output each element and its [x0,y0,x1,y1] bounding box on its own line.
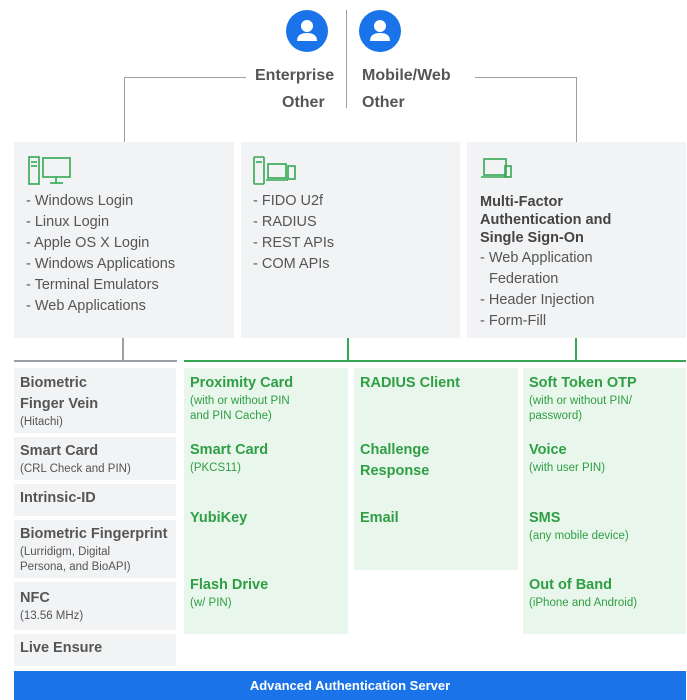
green-column-1: Proximity Card (with or without PIN and … [184,368,348,634]
method-sub: (Lurridigm, Digital [20,546,111,558]
method-title: Proximity Card [190,375,294,391]
list-item: - Apple OS X Login [26,235,150,251]
method-sub: (with or without PIN/ [529,395,632,407]
method-sub: (w/ PIN) [190,597,232,609]
right-connector-h [475,77,577,78]
right-connector-v [576,77,577,142]
method-sub: (iPhone and Android) [529,597,638,609]
list-item: - FIDO U2f [253,193,324,209]
method-smart-card-crl: Smart Card (CRL Check and PIN) [14,437,176,480]
method-sub: (with or without PIN [190,395,290,407]
list-item: - Linux Login [26,214,110,230]
method-title: Soft Token OTP [529,375,637,391]
mobile-label: Mobile/Web [362,67,451,84]
green-connector-mid-v [347,338,349,360]
gray-connector-h [14,360,177,362]
list-item: - Form-Fill [480,313,547,329]
method-title: Live Ensure [20,640,103,656]
method-title: RADIUS Client [360,375,460,391]
mfa-sso-box: Multi-Factor Authentication and Single S… [467,142,686,338]
list-item: - RADIUS [253,214,317,230]
protocols-box: - FIDO U2f - RADIUS - REST APIs - COM AP… [241,142,460,338]
mobile-user-icon [359,10,401,52]
left-connector-v [124,77,125,142]
method-title: Flash Drive [190,577,269,593]
method-title: Biometric Fingerprint [20,526,168,542]
method-sms: SMS (any mobile device) [529,508,682,544]
method-sub: password) [529,410,583,422]
method-title: NFC [20,590,50,606]
method-title: Voice [529,442,567,458]
method-voice: Voice (with user PIN) [529,440,682,476]
enterprise-label-other: Other [282,94,325,111]
green-connector-right-v [575,338,577,360]
enterprise-label: Enterprise [255,67,335,84]
method-challenge-response: Challenge Response [360,440,514,482]
method-biometric-fingerprint: Biometric Fingerprint (Lurridigm, Digita… [14,520,176,578]
method-sub: (PKCS11) [190,462,241,474]
method-biometric-finger-vein: Biometric Finger Vein (Hitachi) [14,368,176,433]
method-sub: (Hitachi) [20,416,63,428]
method-sub: and PIN Cache) [190,410,272,422]
green-column-3: Soft Token OTP (with or without PIN/ pas… [523,368,686,634]
list-item: - Web Application [480,250,593,266]
desktop-tower-monitor-icon [28,156,71,185]
method-sub: (CRL Check and PIN) [20,463,131,475]
laptop-icon [481,158,512,178]
enterprise-apps-box: - Windows Login - Linux Login - Apple OS… [14,142,234,338]
method-title: Challenge [360,442,430,458]
phone-laptop-icon [253,156,296,185]
mfa-heading-3: Single Sign-On [480,230,584,246]
method-sub: (13.56 MHz) [20,610,84,622]
list-item: - Windows Applications [26,256,176,272]
green-connector-h [184,360,686,362]
method-title: Intrinsic-ID [20,490,96,506]
list-item: - Header Injection [480,292,595,308]
method-title: Smart Card [20,443,99,459]
left-connector-h [124,77,246,78]
list-item: - REST APIs [253,235,335,251]
method-title: Smart Card [190,442,269,458]
mfa-heading-2: Authentication and [480,212,612,228]
method-flash-drive: Flash Drive (w/ PIN) [190,575,344,611]
method-title: YubiKey [190,510,248,526]
method-title: Email [360,510,399,526]
method-live-ensure: Live Ensure [14,634,176,666]
method-title: Finger Vein [20,396,99,412]
method-email: Email [360,508,514,529]
method-sub: (with user PIN) [529,462,606,474]
list-item: - Web Applications [26,298,146,314]
method-radius-client: RADIUS Client [360,373,514,394]
list-item: - Terminal Emulators [26,277,159,293]
method-out-of-band: Out of Band (iPhone and Android) [529,575,682,611]
method-yubikey: YubiKey [190,508,344,529]
gray-connector-v [122,338,124,360]
enterprise-user-icon [286,10,328,52]
list-item: - Windows Login [26,193,134,209]
list-item: - COM APIs [253,256,330,272]
method-nfc: NFC (13.56 MHz) [14,582,176,630]
method-sub: (any mobile device) [529,530,629,542]
advanced-authentication-server-bar: Advanced Authentication Server [14,671,686,700]
method-title: SMS [529,510,561,526]
list-item: Federation [489,271,559,287]
method-proximity-card: Proximity Card (with or without PIN and … [190,373,344,424]
method-title: Biometric [20,375,87,391]
mobile-label-other: Other [362,94,405,111]
method-title: Out of Band [529,577,612,593]
method-intrinsic-id: Intrinsic-ID [14,484,176,516]
method-smart-card-pkcs11: Smart Card (PKCS11) [190,440,344,476]
mfa-heading: Multi-Factor [480,194,563,210]
method-title: Response [360,463,430,479]
green-column-2: RADIUS Client Challenge Response Email [354,368,518,570]
method-soft-token-otp: Soft Token OTP (with or without PIN/ pas… [529,373,682,424]
center-divider [346,10,347,108]
method-sub: Persona, and BioAPI) [20,561,131,573]
